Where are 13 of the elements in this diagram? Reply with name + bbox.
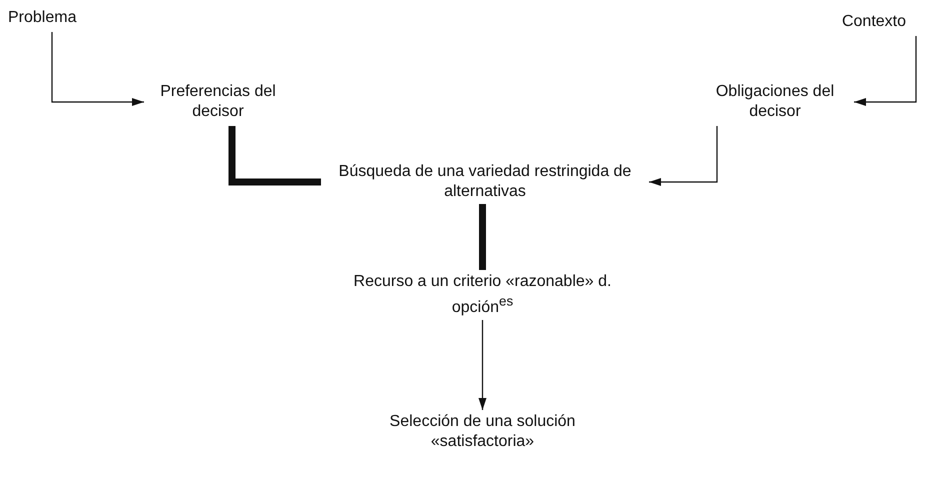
arrow xyxy=(51,32,144,106)
node-label: Obligaciones del decisor xyxy=(700,82,850,122)
node-label: Problema xyxy=(8,8,88,28)
node-label: Selección de una solución «satisfactoria» xyxy=(370,412,595,452)
node-label: Preferencias del decisor xyxy=(148,82,288,122)
arrow xyxy=(854,36,917,106)
arrow xyxy=(478,320,486,410)
node-label: Recurso a un criterio «razonable» d. opción$^{es}$ xyxy=(340,272,625,318)
arrow xyxy=(649,126,718,186)
thick-connector xyxy=(479,204,486,270)
node-label: Búsqueda de una variedad restringida de alternativas xyxy=(325,162,645,202)
thick-connector xyxy=(228,126,321,186)
node-label: Contexto xyxy=(834,12,914,32)
